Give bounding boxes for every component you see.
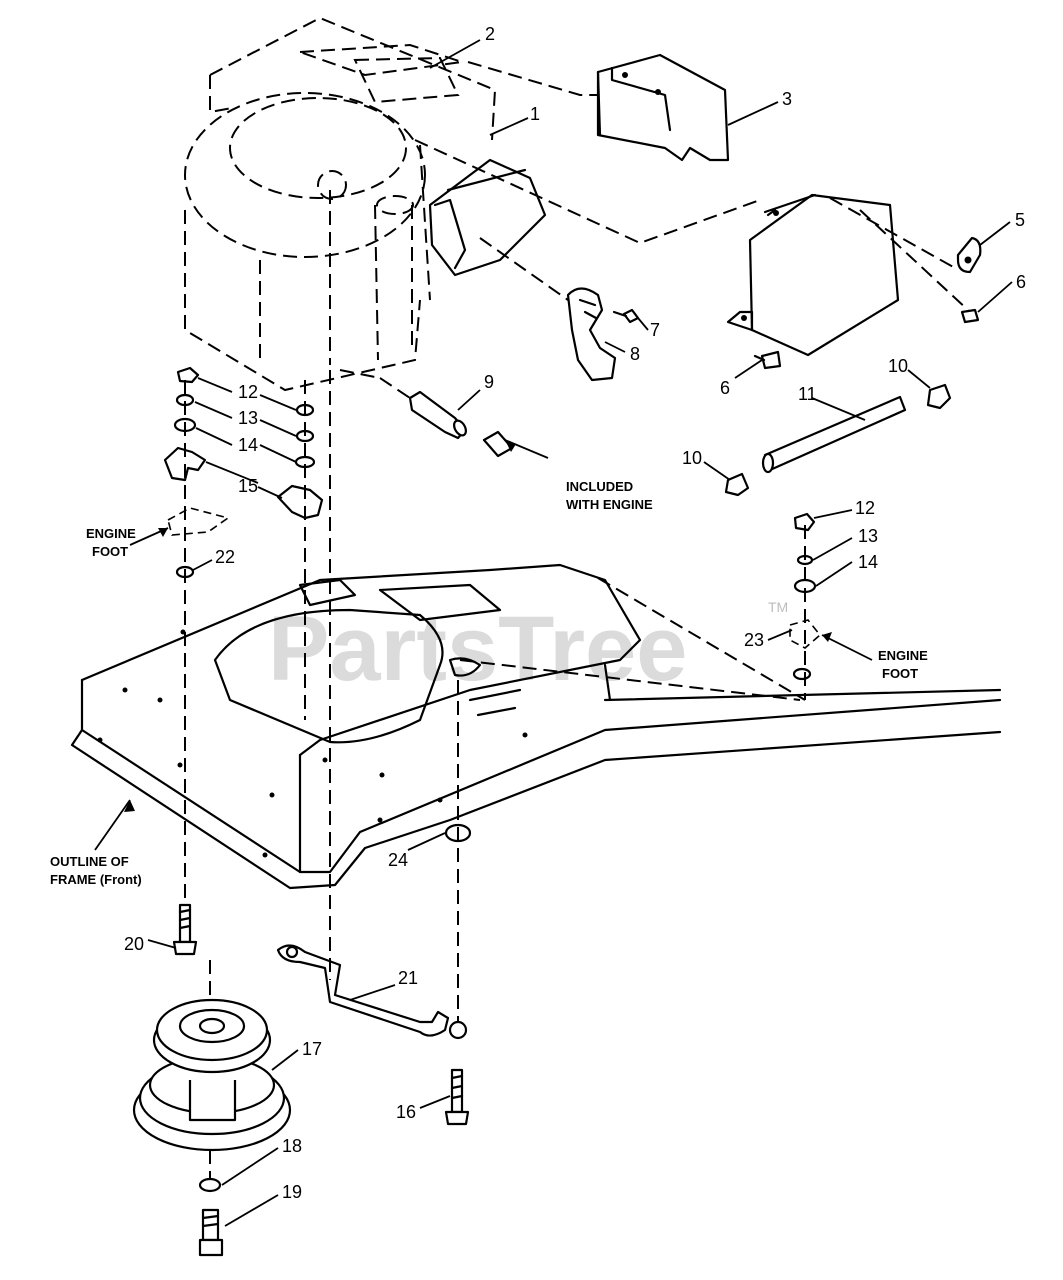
pulley-17: [132, 960, 292, 1152]
callout-17: 17: [302, 1039, 322, 1059]
frame-outline: [70, 563, 1002, 890]
spacer-24: [444, 680, 472, 1030]
callout-16: 16: [396, 1102, 416, 1122]
callout-13a: 13: [238, 408, 258, 428]
muffler: [428, 158, 547, 277]
screw-7: [612, 308, 640, 324]
fuel-line-11: [761, 395, 907, 474]
note-engine-foot-right-line2: FOOT: [882, 666, 918, 681]
hardware-stack-right: [459, 512, 822, 701]
callout-1: 1: [530, 104, 540, 124]
callout-12b: 12: [855, 498, 875, 518]
callout-12a: 12: [238, 382, 258, 402]
callout-7: 7: [650, 320, 660, 340]
callout-15: 15: [238, 476, 258, 496]
callout-2: 2: [485, 24, 495, 44]
note-frame-line2: FRAME (Front): [50, 872, 142, 887]
callout-11: 11: [798, 384, 817, 404]
leader-lines: [94, 39, 1013, 1227]
callout-6b: 6: [720, 378, 730, 398]
note-frame-line1: OUTLINE OF: [50, 854, 129, 869]
callout-10b: 10: [682, 448, 702, 468]
callout-9: 9: [484, 372, 494, 392]
engine: [184, 16, 497, 392]
arrowheads: [124, 440, 832, 812]
fitting-9: [379, 377, 514, 458]
watermark-trademark: TM: [768, 599, 788, 615]
notes: INCLUDED WITH ENGINE ENGINE FOOT ENGINE …: [50, 479, 928, 887]
clip-5: [956, 236, 982, 274]
control-box: [414, 139, 969, 357]
callout-20: 20: [124, 934, 144, 954]
note-included-line2: WITH ENGINE: [566, 497, 653, 512]
callout-19: 19: [282, 1182, 302, 1202]
callout-13b: 13: [858, 526, 878, 546]
clamp-10a: [926, 383, 952, 410]
callout-6a: 6: [1016, 272, 1026, 292]
callout-numbers: 2 1 3 5 6 6 7 8 9 10 10 11 12 13 14 15 2…: [124, 24, 1026, 1202]
clamp-10b: [724, 472, 750, 497]
hardware-stack-left: [163, 366, 331, 980]
callout-10a: 10: [888, 356, 908, 376]
bracket-8: [479, 237, 617, 382]
callout-21: 21: [398, 968, 418, 988]
callout-8: 8: [630, 344, 640, 364]
callout-22: 22: [215, 547, 235, 567]
screw-6b: [753, 350, 782, 370]
bolt-16: [444, 1068, 470, 1126]
bracket-21: [276, 944, 468, 1040]
bolt-20: [172, 903, 198, 956]
note-engine-foot-left-line1: ENGINE: [86, 526, 136, 541]
washer-18: [198, 1150, 222, 1193]
callout-5: 5: [1015, 210, 1025, 230]
callout-18: 18: [282, 1136, 302, 1156]
note-engine-foot-left-line2: FOOT: [92, 544, 128, 559]
note-included-line1: INCLUDED: [566, 479, 633, 494]
callout-23: 23: [744, 630, 764, 650]
bolt-19: [198, 1208, 224, 1257]
callout-14a: 14: [238, 435, 258, 455]
watermark: PartsTree: [268, 598, 687, 700]
heat-shield: [467, 53, 730, 162]
callout-3: 3: [782, 89, 792, 109]
callout-24: 24: [388, 850, 408, 870]
screw-6a: [960, 308, 980, 324]
callout-14b: 14: [858, 552, 878, 572]
note-engine-foot-right-line1: ENGINE: [878, 648, 928, 663]
